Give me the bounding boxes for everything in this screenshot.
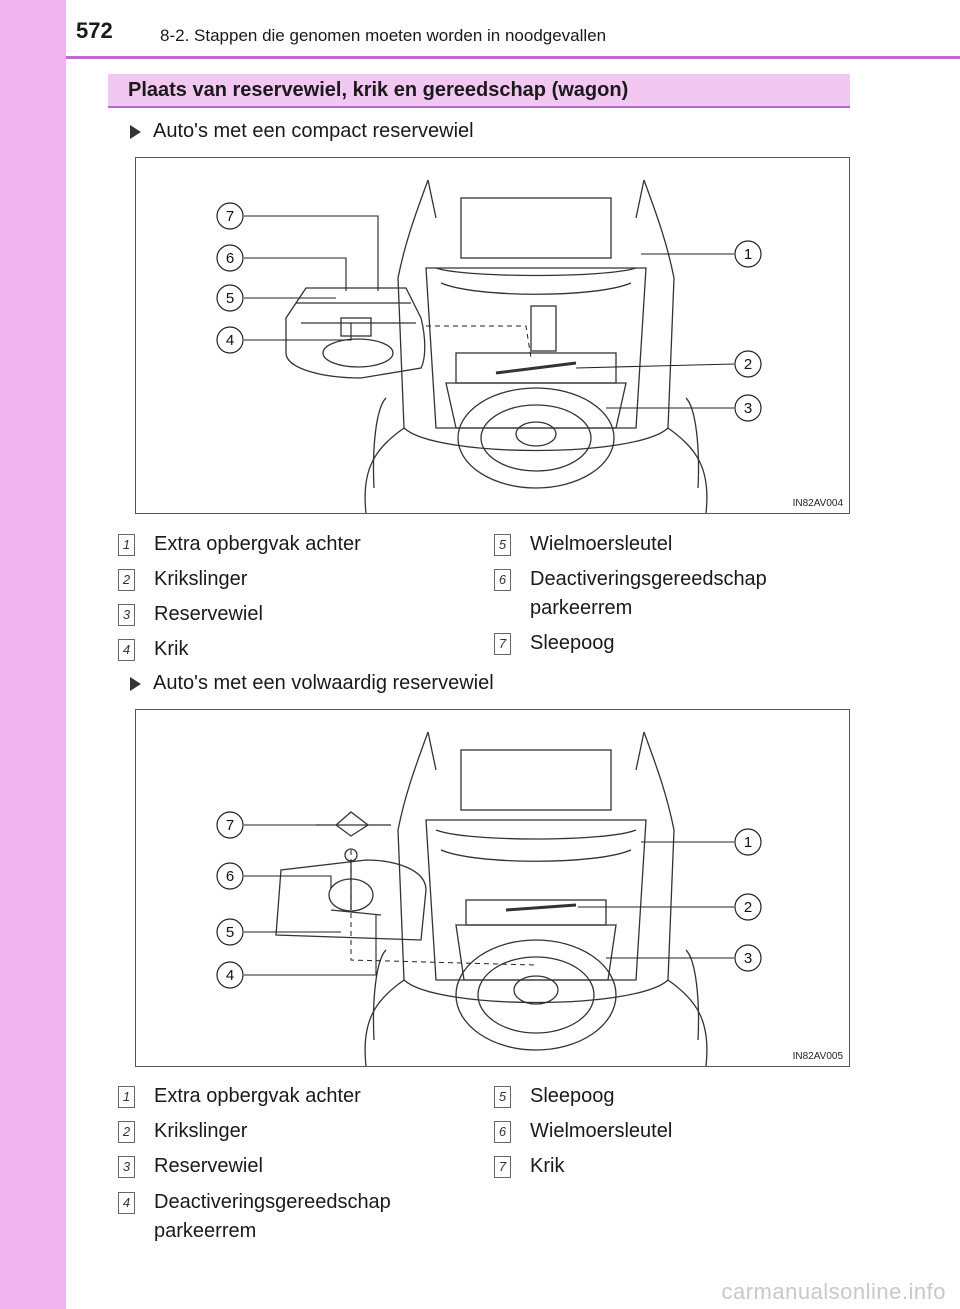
callout-4: 4 [226, 332, 234, 349]
legend-label: Krikslinger [154, 1120, 248, 1142]
legend-number: 6 [494, 1121, 511, 1143]
callout-circle [216, 811, 244, 839]
callout-circle [216, 284, 244, 312]
legend-label: Krik [530, 1155, 565, 1177]
legend-number: 7 [494, 1156, 511, 1178]
callout-6: 6 [226, 250, 234, 267]
legend-label: Reservewiel [154, 603, 263, 625]
triangle-bullet-icon [130, 124, 141, 139]
legend-label: Deactiveringsgereedschap parkeerrem [154, 1191, 391, 1242]
trunk-drawing: 7 6 5 4 1 2 3 [216, 179, 762, 513]
callout-circle [734, 350, 762, 378]
legend-number: 1 [118, 534, 135, 556]
legend-number: 5 [494, 1086, 511, 1108]
callout-3: 3 [744, 400, 752, 417]
callout-2: 2 [744, 356, 752, 373]
callout-7: 7 [226, 208, 234, 225]
chapter-sidebar [0, 0, 66, 1309]
section-heading-bar: Plaats van reservewiel, krik en gereedsc… [108, 74, 850, 108]
chapter-header: 8-2. Stappen die genomen moeten worden i… [160, 26, 607, 45]
variant-heading-fullsize: Auto's met een volwaardig reservewiel [130, 672, 494, 695]
legend-number: 4 [118, 1192, 135, 1214]
trunk-illustration-compact: 7 6 5 4 1 2 3 IN82AV004 [135, 157, 850, 514]
legend-number: 3 [118, 604, 135, 626]
callout-5: 5 [226, 290, 234, 307]
legend-label: Extra opbergvak achter [154, 533, 361, 555]
legend-number: 4 [118, 639, 135, 661]
callout-circle [734, 394, 762, 422]
callout-1: 1 [744, 834, 752, 851]
callout-7: 7 [226, 817, 234, 834]
callout-circle [734, 944, 762, 972]
callout-circle [216, 244, 244, 272]
legend-number: 6 [494, 569, 511, 591]
legend-number: 1 [118, 1086, 135, 1108]
legend-label: Krikslinger [154, 568, 248, 590]
legend-number: 7 [494, 633, 511, 655]
variant-title: Auto's met een compact reservewiel [153, 120, 474, 142]
header-rule [66, 56, 960, 59]
legend-label: Wielmoersleutel [530, 1120, 673, 1142]
site-watermark: carmanualsonline.info [721, 1279, 946, 1304]
triangle-bullet-icon [130, 676, 141, 691]
variant-title: Auto's met een volwaardig reservewiel [153, 672, 494, 694]
callout-2: 2 [744, 899, 752, 916]
callout-circle [734, 828, 762, 856]
legend-label: Wielmoersleutel [530, 533, 673, 555]
legend-number: 3 [118, 1156, 135, 1178]
callout-circle [734, 240, 762, 268]
figure-code: IN82AV004 [792, 498, 843, 509]
callout-4: 4 [226, 967, 234, 984]
callout-circle [734, 893, 762, 921]
callout-circle [216, 326, 244, 354]
section-title: Plaats van reservewiel, krik en gereedsc… [128, 79, 629, 101]
callout-circle [216, 961, 244, 989]
legend-number: 5 [494, 534, 511, 556]
legend-label: Krik [154, 638, 189, 660]
trunk-drawing: 7 6 5 4 1 2 3 [216, 731, 762, 1066]
legend-label: Reservewiel [154, 1155, 263, 1177]
callout-1: 1 [744, 246, 752, 263]
legend-label: Sleepoog [530, 632, 615, 654]
callout-3: 3 [744, 950, 752, 967]
legend-label: Sleepoog [530, 1085, 615, 1107]
legend-label: Deactiveringsgereedschap parkeerrem [530, 568, 767, 619]
trunk-illustration-fullsize: 7 6 5 4 1 2 3 IN82AV005 [135, 709, 850, 1067]
callout-circle [216, 862, 244, 890]
legend-number: 2 [118, 569, 135, 591]
legend-label: Extra opbergvak achter [154, 1085, 361, 1107]
legend-number: 2 [118, 1121, 135, 1143]
page-number: 572 [76, 18, 113, 43]
callout-6: 6 [226, 868, 234, 885]
callout-circle [216, 918, 244, 946]
figure-code: IN82AV005 [792, 1051, 843, 1062]
callout-5: 5 [226, 924, 234, 941]
callout-circle [216, 202, 244, 230]
variant-heading-compact: Auto's met een compact reservewiel [130, 120, 474, 143]
